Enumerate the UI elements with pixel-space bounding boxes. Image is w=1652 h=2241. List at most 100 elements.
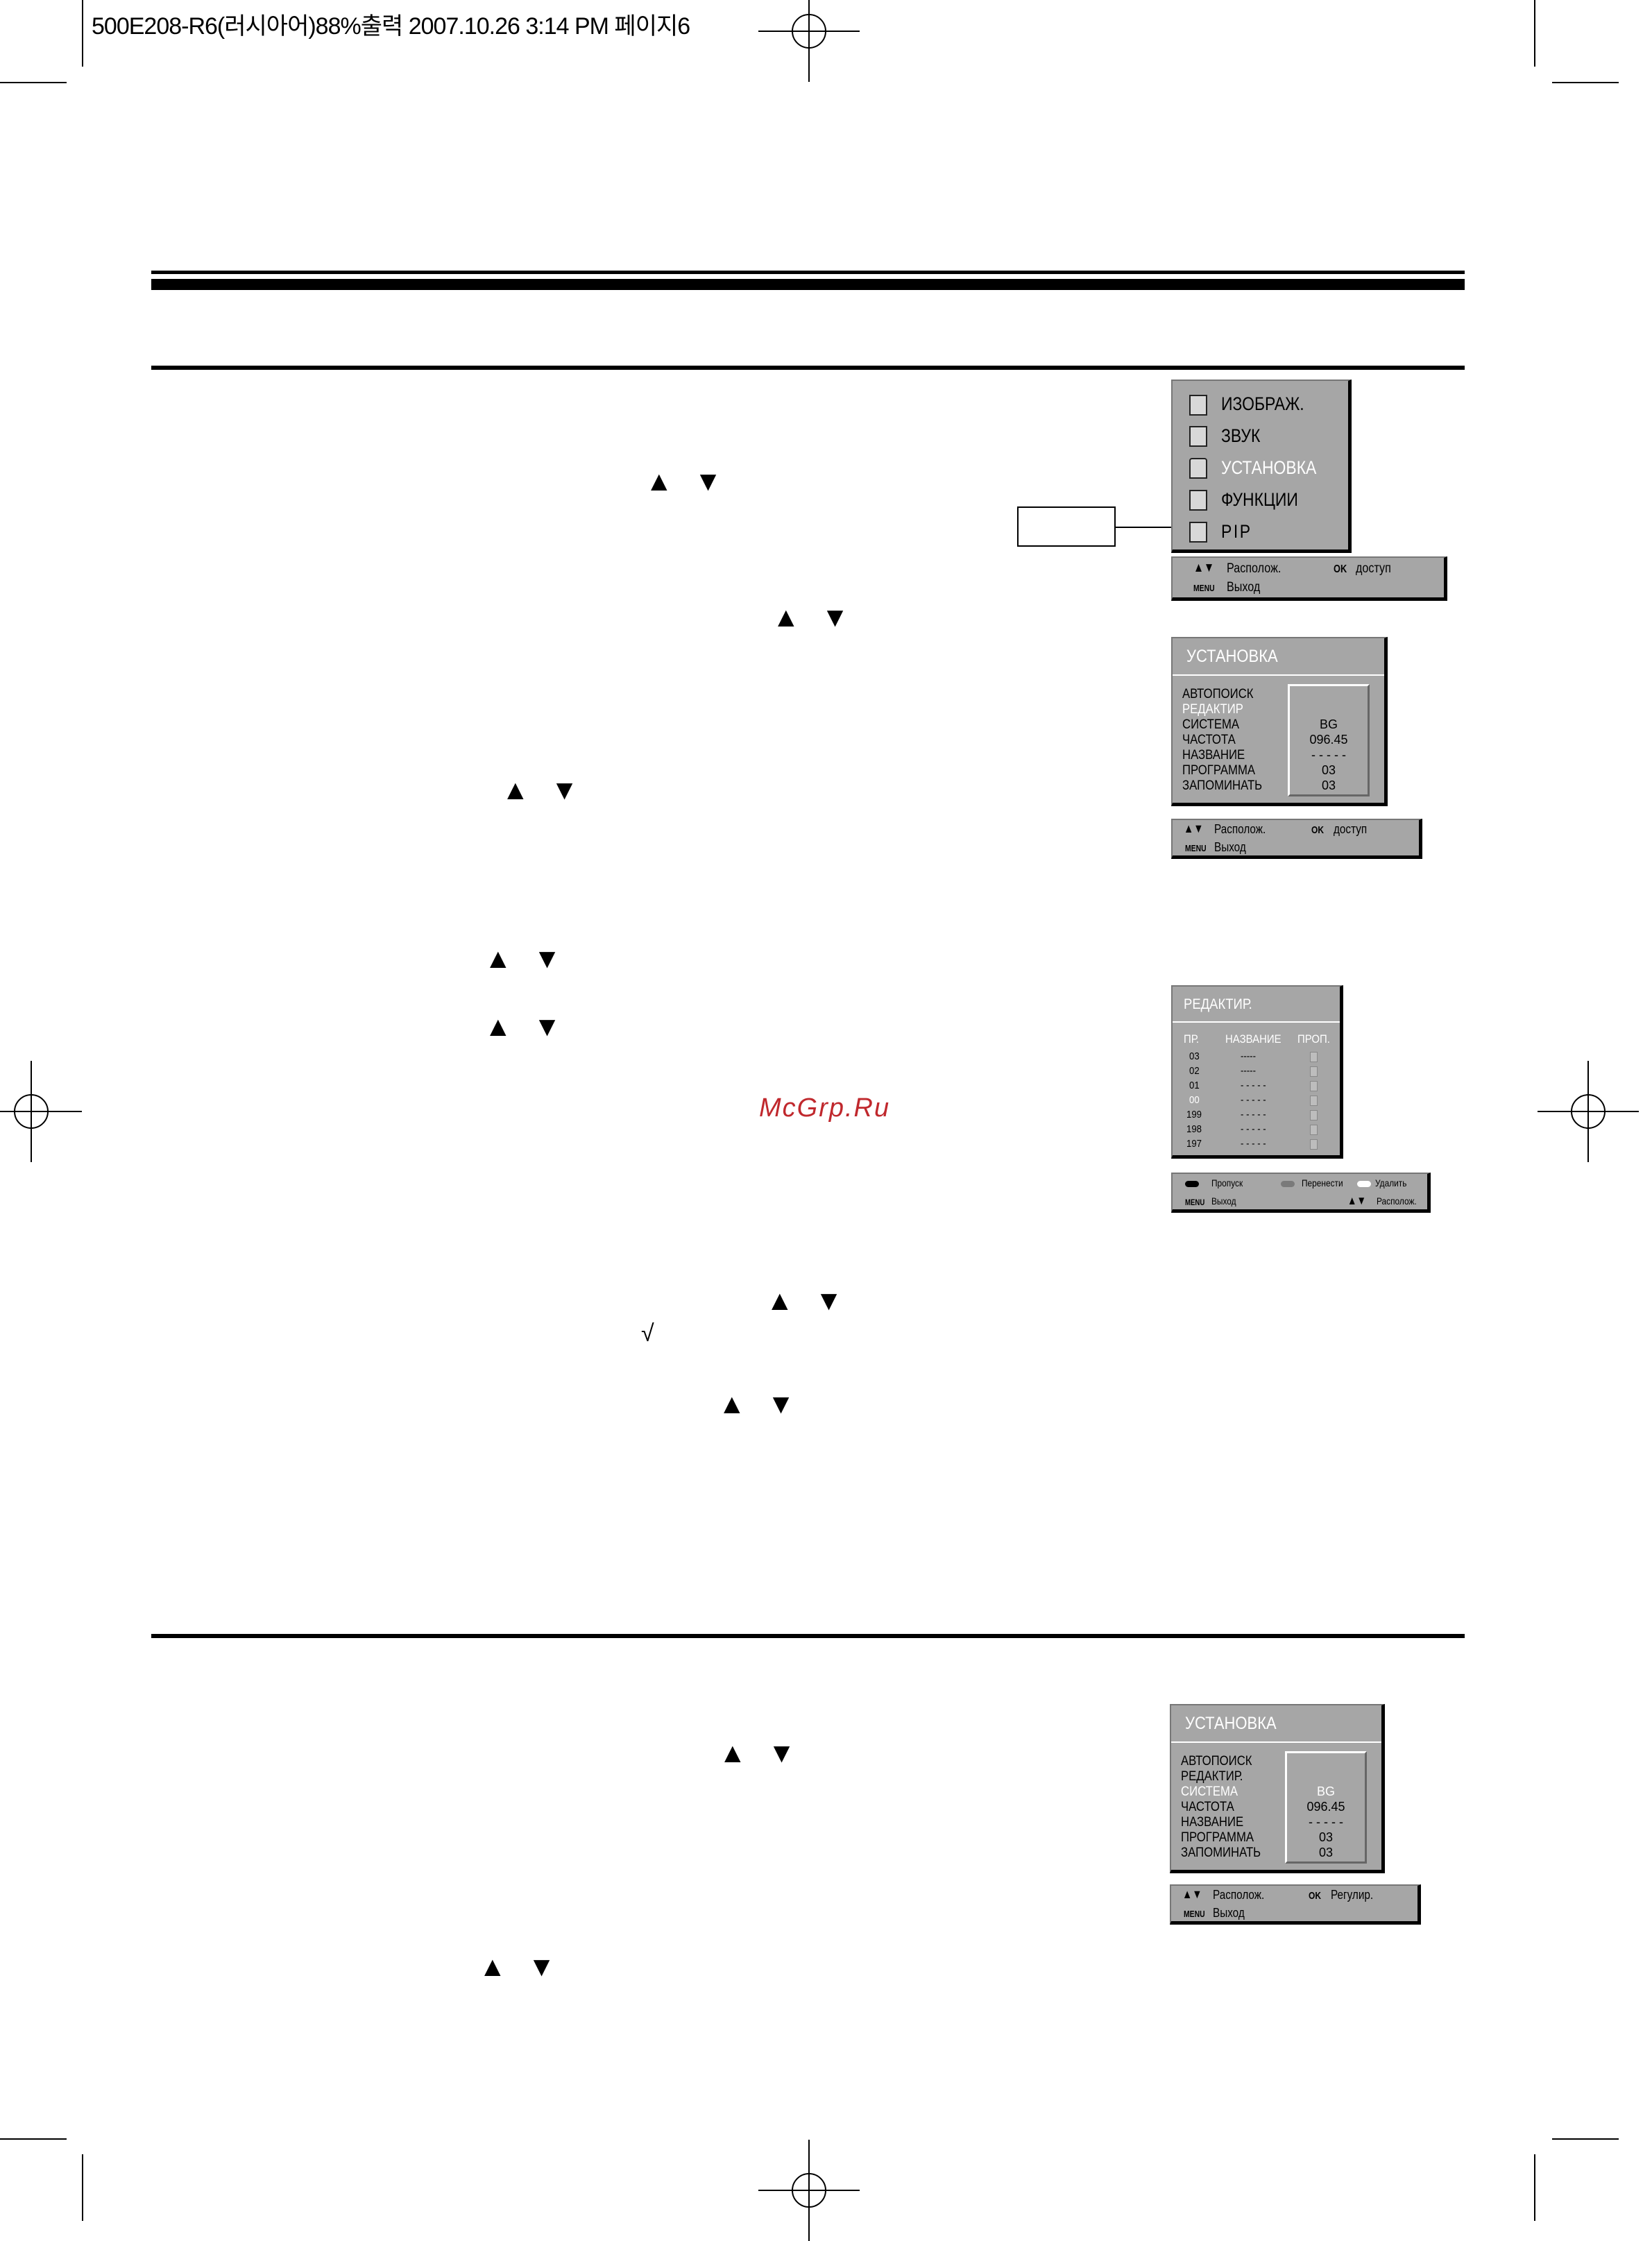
setup-menu-2-hint: ▲▼ Располож. OK Регулир. MENU Выход	[1170, 1884, 1421, 1925]
up-down-arrow-icon: ▲ ▼	[645, 466, 729, 497]
hint-ok-action: Регулир.	[1331, 1888, 1374, 1902]
menu-item-pip[interactable]: PIP	[1221, 521, 1252, 542]
registration-mark	[758, 2140, 860, 2241]
menu-item-sound[interactable]: ЗВУК	[1221, 425, 1261, 446]
menu-key: MENU	[1185, 843, 1207, 853]
skip-checkbox[interactable]	[1310, 1066, 1318, 1077]
setup-item-store[interactable]: ЗАПОМИНАТЬ	[1182, 778, 1263, 793]
setup-item-program[interactable]: ПРОГРАММА	[1181, 1830, 1254, 1845]
column-header-skip: ПРОП.	[1297, 1032, 1330, 1046]
hint-exit: Выход	[1211, 1195, 1236, 1207]
registration-mark	[758, 0, 860, 82]
value-box: BG 096.45 - - - - - 03 03	[1288, 684, 1370, 796]
row-name: - - - - -	[1241, 1109, 1266, 1120]
divider	[1173, 674, 1384, 676]
crop-mark	[1552, 2138, 1619, 2140]
setup-item-program[interactable]: ПРОГРАММА	[1182, 763, 1256, 778]
registration-mark	[1538, 1061, 1639, 1162]
setup-item-store[interactable]: ЗАПОМИНАТЬ	[1181, 1846, 1261, 1860]
crop-mark	[82, 2154, 83, 2221]
row-pr[interactable]: 197	[1186, 1138, 1202, 1150]
up-down-arrow-icon: ▲ ▼	[766, 1286, 850, 1316]
setup-item-name[interactable]: НАЗВАНИЕ	[1181, 1815, 1244, 1830]
antenna-icon	[1189, 458, 1207, 479]
crop-mark	[0, 82, 67, 83]
arrows-icon: ▲▼	[1182, 1887, 1202, 1901]
hint-move: Перенести	[1302, 1177, 1343, 1188]
setup-menu-1: УСТАНОВКА АВТОПОИСК РЕДАКТИР СИСТЕМА ЧАС…	[1171, 637, 1388, 806]
column-header-pr: ПР.	[1184, 1032, 1200, 1046]
callout-arrow-line	[1116, 527, 1177, 528]
print-header: 500E208-R6(러시아어)88%출력 2007.10.26 3:14 PM…	[92, 13, 690, 40]
row-pr[interactable]: 00	[1189, 1094, 1200, 1106]
hint-move: Располож.	[1214, 822, 1266, 836]
row-pr[interactable]: 02	[1189, 1065, 1200, 1077]
setup-item-edit[interactable]: РЕДАКТИР.	[1181, 1769, 1243, 1784]
crop-mark	[82, 0, 83, 67]
setup-item-autosearch[interactable]: АВТОПОИСК	[1182, 687, 1254, 701]
value-store: 03	[1321, 778, 1336, 792]
row-name: -----	[1241, 1065, 1256, 1077]
speaker-icon	[1189, 426, 1207, 447]
up-down-arrow-icon: ▲ ▼	[484, 944, 568, 974]
ok-key: OK	[1334, 563, 1347, 575]
check-mark-icon: √	[641, 1320, 654, 1347]
setup-menu-1-hint: ▲▼ Располож. OK доступ MENU Выход	[1171, 819, 1422, 859]
setup-item-frequency[interactable]: ЧАСТОТА	[1182, 733, 1236, 747]
skip-checkbox[interactable]	[1310, 1110, 1318, 1120]
crop-mark	[1534, 2154, 1535, 2221]
setup-item-edit[interactable]: РЕДАКТИР	[1182, 702, 1243, 717]
row-pr[interactable]: 03	[1189, 1050, 1200, 1062]
value-system: BG	[1316, 1784, 1335, 1798]
row-name: - - - - -	[1241, 1080, 1266, 1091]
hint-move: Располож.	[1227, 561, 1281, 576]
ok-key: OK	[1311, 824, 1324, 836]
top-rule-thick	[151, 279, 1465, 290]
row-name: - - - - -	[1241, 1094, 1266, 1106]
row-pr[interactable]: 198	[1186, 1123, 1202, 1135]
value-program: 03	[1321, 763, 1336, 777]
setup-menu-2: УСТАНОВКА АВТОПОИСК РЕДАКТИР. СИСТЕМА ЧА…	[1170, 1704, 1385, 1873]
setup-item-frequency[interactable]: ЧАСТОТА	[1181, 1800, 1234, 1814]
setup-item-system[interactable]: СИСТЕМА	[1181, 1784, 1238, 1799]
value-name: - - - - -	[1311, 748, 1346, 762]
hint-ok-action: доступ	[1334, 822, 1368, 836]
row-pr[interactable]: 199	[1186, 1109, 1202, 1120]
skip-checkbox[interactable]	[1310, 1052, 1318, 1062]
value-box: BG 096.45 - - - - - 03 03	[1285, 1751, 1367, 1864]
menu-item-functions[interactable]: ФУНКЦИИ	[1221, 489, 1298, 510]
value-frequency: 096.45	[1306, 1800, 1345, 1814]
picture-icon	[1189, 395, 1207, 416]
column-header-name: НАЗВАНИЕ	[1225, 1032, 1281, 1046]
setup-item-name[interactable]: НАЗВАНИЕ	[1182, 748, 1245, 762]
up-down-arrow-icon: ▲ ▼	[719, 1738, 803, 1769]
hint-exit: Выход	[1213, 1906, 1245, 1920]
hint-skip: Пропуск	[1211, 1177, 1243, 1188]
functions-icon	[1189, 490, 1207, 511]
row-name: - - - - -	[1241, 1138, 1266, 1150]
hint-position: Располож.	[1377, 1195, 1417, 1207]
up-down-arrow-icon: ▲ ▼	[718, 1389, 802, 1420]
skip-checkbox[interactable]	[1310, 1125, 1318, 1135]
section-rule	[151, 1634, 1465, 1638]
hint-ok-action: доступ	[1356, 561, 1391, 576]
edit-menu: РЕДАКТИР. ПР. НАЗВАНИЕ ПРОП. 03 ----- 02…	[1171, 985, 1343, 1159]
registration-mark	[0, 1061, 82, 1162]
setup-item-autosearch[interactable]: АВТОПОИСК	[1181, 1754, 1252, 1769]
pip-icon	[1189, 522, 1207, 543]
skip-checkbox[interactable]	[1310, 1081, 1318, 1091]
skip-checkbox[interactable]	[1310, 1139, 1318, 1150]
row-pr[interactable]: 01	[1189, 1080, 1200, 1091]
menu-item-setup[interactable]: УСТАНОВКА	[1221, 457, 1317, 478]
divider	[1171, 1741, 1381, 1743]
hint-move: Располож.	[1213, 1888, 1265, 1902]
menu-key: MENU	[1185, 1198, 1205, 1207]
up-down-arrow-icon: ▲ ▼	[502, 775, 586, 806]
watermark: McGrp.Ru	[759, 1093, 891, 1123]
up-down-arrow-icon: ▲ ▼	[772, 602, 856, 633]
green-key-icon	[1281, 1181, 1295, 1187]
hint-exit: Выход	[1214, 840, 1246, 854]
skip-checkbox[interactable]	[1310, 1096, 1318, 1106]
setup-item-system[interactable]: СИСТЕМА	[1182, 717, 1240, 732]
menu-item-picture[interactable]: ИЗОБРАЖ.	[1221, 393, 1304, 414]
